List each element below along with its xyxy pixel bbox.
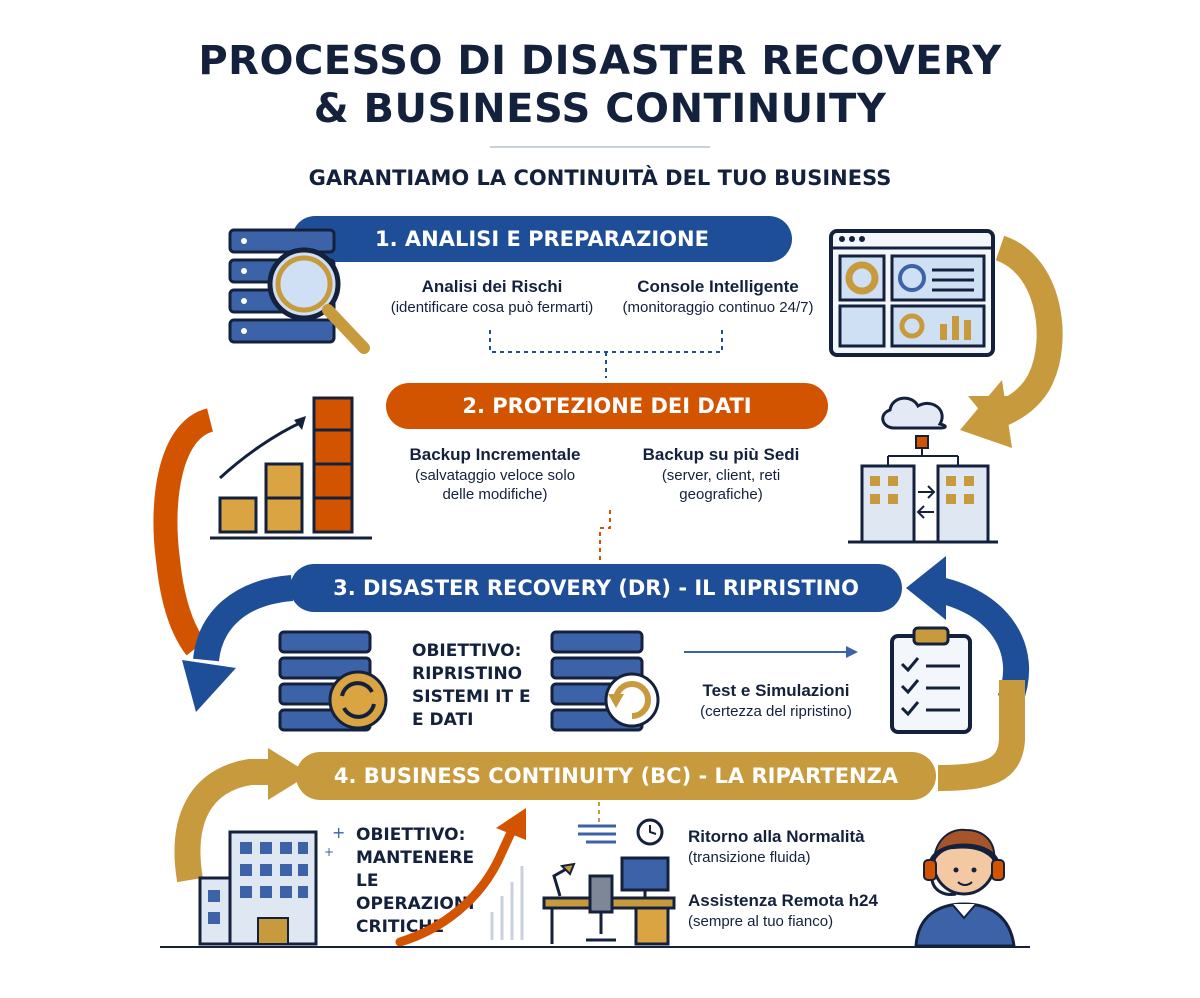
step-4-item-2: Assistenza Remota h24 (sempre al tuo fia…	[688, 890, 928, 931]
dashboard-console-icon	[829, 229, 995, 357]
step-3-arrow	[684, 646, 858, 658]
svg-text:+: +	[324, 845, 334, 859]
step-4-connector	[598, 802, 600, 826]
page-subtitle: GARANTIAMO LA CONTINUITÀ DEL TUO BUSINES…	[308, 166, 892, 190]
growth-arrow-icon	[395, 808, 526, 947]
step-2-item-2-heading: Backup su più Sedi	[642, 445, 800, 464]
stacked-boxes-growth-icon	[210, 396, 372, 540]
step-2-item-2-sub1: (server, client, reti	[661, 467, 781, 484]
step-3-item-1-sub: (certezza del ripristino)	[700, 703, 852, 720]
step-4-item-2-heading: Assistenza Remota h24	[688, 891, 878, 910]
step-1-item-2: Console Intelligente (monitoraggio conti…	[608, 276, 828, 317]
step-4-objective-line1: OBIETTIVO:	[356, 825, 466, 845]
step-3-objective-line1: OBIETTIVO:	[412, 641, 522, 661]
step-4-objective-line2: MANTENERE	[356, 848, 475, 868]
step-2-item-1-heading: Backup Incrementale	[409, 445, 581, 464]
step-3-banner: 3. DISASTER RECOVERY (DR) - IL RIPRISTIN…	[290, 564, 902, 612]
server-magnifier-icon	[228, 228, 370, 354]
step-4-item-2-sub: (sempre al tuo fianco)	[688, 913, 834, 930]
support-agent-icon	[914, 828, 1016, 948]
page-title-line1: PROCESSO DI DISASTER RECOVERY	[198, 38, 1002, 84]
step-3-objective: OBIETTIVO: RIPRISTINO SISTEMI IT E E DAT…	[412, 640, 542, 732]
office-building-icon: + +	[198, 823, 345, 946]
step-2-item-1-sub2: delle modifiche)	[442, 486, 548, 503]
cloud-network-buildings-icon	[848, 396, 998, 544]
title-separator	[490, 146, 710, 148]
desk-workstation-icon	[542, 818, 676, 946]
step-3-item-1-heading: Test e Simulazioni	[702, 681, 850, 700]
step-2-item-2: Backup su più Sedi (server, client, reti…	[616, 444, 826, 504]
step-2-item-1: Backup Incrementale (salvataggio veloce …	[384, 444, 606, 504]
step-1-item-1: Analisi dei Rischi (identificare cosa pu…	[374, 276, 610, 317]
page-title-line2: & BUSINESS CONTINUITY	[313, 86, 887, 132]
step-4-item-1-sub: (transizione fluida)	[688, 849, 811, 866]
step-4-item-1: Ritorno alla Normalità (transizione flui…	[688, 826, 928, 867]
step-2-item-2-sub2: geografiche)	[679, 486, 763, 503]
step-1-item-2-sub: (monitoraggio continuo 24/7)	[622, 299, 814, 316]
checklist-clipboard-icon	[890, 626, 972, 734]
step-3-objective-line2: RIPRISTINO	[412, 664, 523, 684]
svg-text:+: +	[332, 823, 345, 842]
server-sync-icon	[550, 630, 660, 732]
step-1-banner: 1. ANALISI E PREPARAZIONE	[292, 216, 792, 262]
step-2-connector	[599, 510, 611, 564]
server-restore-icon	[278, 630, 388, 732]
step-4-objective-line3: LE OPERAZIONI	[356, 871, 475, 914]
step-4-item-1-heading: Ritorno alla Normalità	[688, 827, 865, 846]
step-4-banner: 4. BUSINESS CONTINUITY (BC) - LA RIPARTE…	[296, 752, 936, 800]
step-2-item-1-sub1: (salvataggio veloce solo	[414, 467, 576, 484]
step-1-item-1-heading: Analisi dei Rischi	[421, 277, 563, 296]
step-3-item-1: Test e Simulazioni (certezza del riprist…	[676, 680, 876, 721]
step-1-item-2-heading: Console Intelligente	[637, 277, 799, 296]
step-1-connector	[489, 330, 723, 378]
step-3-objective-line4: E DATI	[412, 710, 474, 730]
step-4-objective: OBIETTIVO: MANTENERE LE OPERAZIONI CRITI…	[356, 824, 492, 939]
step-3-objective-line3: SISTEMI IT E	[412, 687, 531, 707]
step-1-item-1-sub: (identificare cosa può fermarti)	[390, 299, 594, 316]
ground-line	[160, 946, 1030, 948]
step-2-banner: 2. PROTEZIONE DEI DATI	[386, 383, 828, 429]
